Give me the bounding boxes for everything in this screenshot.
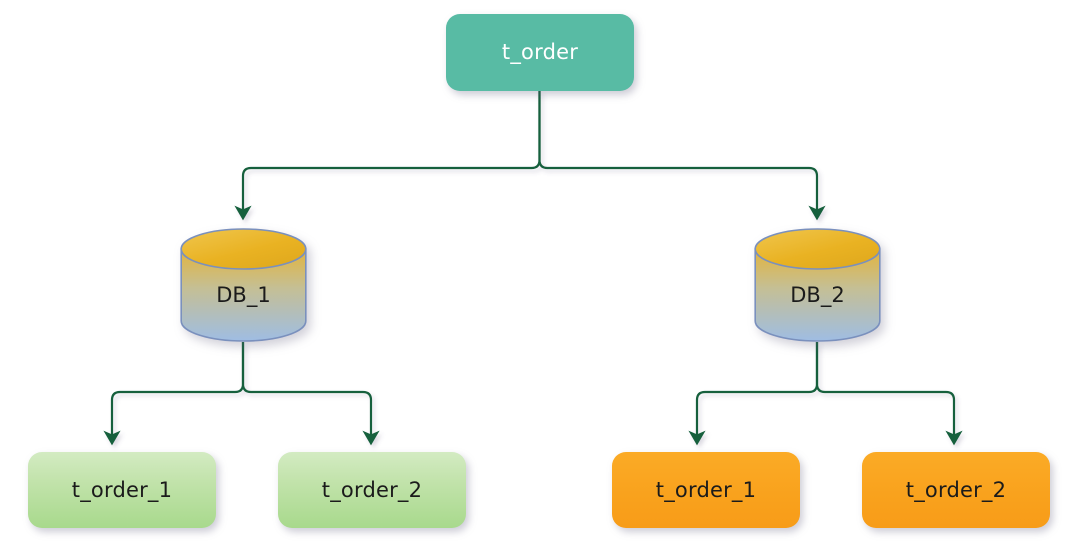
edge-root-to-db1 bbox=[234, 91, 541, 221]
edge-db1-to-table1 bbox=[103, 342, 245, 446]
node-root-t-order[interactable]: t_order bbox=[446, 14, 634, 91]
cylinder-shape bbox=[754, 228, 881, 342]
node-label: t_order_2 bbox=[905, 477, 1007, 502]
node-label: t_order_2 bbox=[321, 477, 423, 502]
node-label: t_order_1 bbox=[71, 477, 173, 502]
node-label: DB_1 bbox=[216, 283, 271, 307]
node-table-db1-order1[interactable]: t_order_1 bbox=[28, 452, 216, 528]
edge-root-to-db2 bbox=[538, 91, 826, 221]
node-table-db2-order2[interactable]: t_order_2 bbox=[862, 452, 1050, 528]
edge-db1-to-table2 bbox=[241, 342, 380, 446]
edge-db2-to-table2 bbox=[815, 342, 963, 446]
edge-db2-to-table1 bbox=[688, 342, 819, 446]
node-label: t_order_1 bbox=[655, 477, 757, 502]
node-database-db2[interactable]: DB_2 bbox=[754, 228, 881, 342]
cylinder-shape bbox=[180, 228, 307, 342]
node-label: DB_2 bbox=[790, 283, 845, 307]
node-table-db1-order2[interactable]: t_order_2 bbox=[278, 452, 466, 528]
node-table-db2-order1[interactable]: t_order_1 bbox=[612, 452, 800, 528]
node-label: t_order bbox=[501, 40, 579, 64]
node-database-db1[interactable]: DB_1 bbox=[180, 228, 307, 342]
